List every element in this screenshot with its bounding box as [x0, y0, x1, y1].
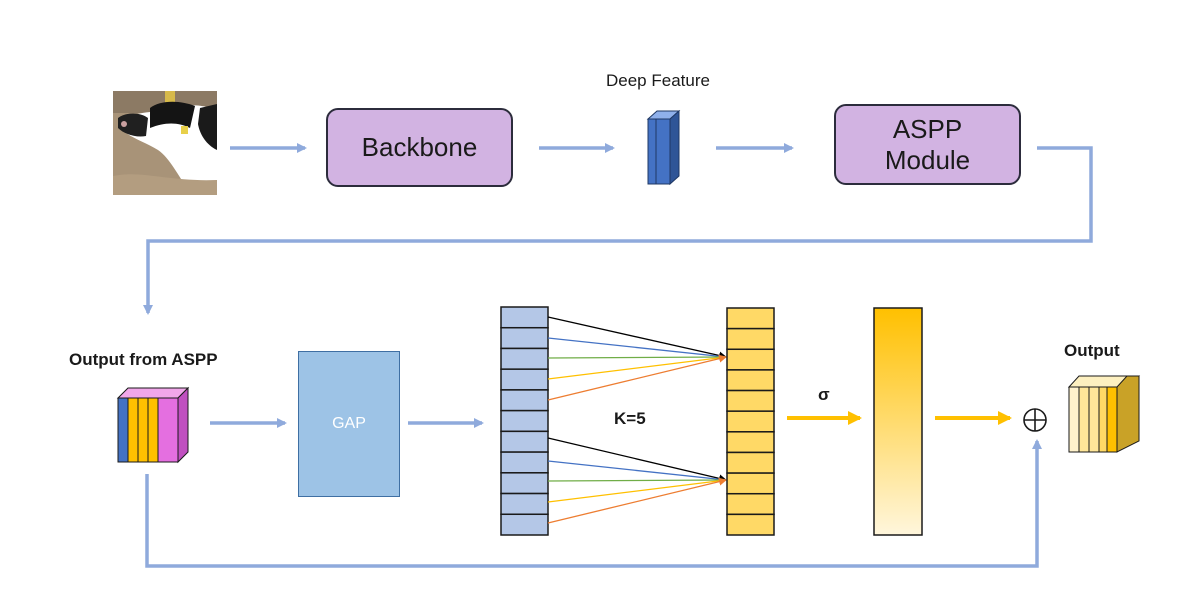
pooled-vector-cell: [500, 389, 549, 412]
aspp-label-line2: Module: [884, 144, 971, 175]
pooled-vector-cell: [500, 347, 549, 370]
pooled-vector-cell: [500, 513, 549, 536]
backbone-module: Backbone: [326, 108, 513, 187]
attention-vector-cell: [726, 410, 775, 433]
pooled-vector-cell: [500, 326, 549, 350]
aspp-module: ASPP Module: [834, 104, 1021, 185]
pooled-vector-cell: [500, 472, 549, 495]
pooled-vector-cell: [500, 409, 549, 433]
attention-vector-cell: [726, 472, 775, 495]
attention-vector-cell: [726, 307, 775, 330]
attention-vector-cell: [726, 327, 775, 351]
attention-vector-cell: [726, 451, 775, 474]
attention-vector-cell: [726, 369, 775, 392]
output-from-aspp-label: Output from ASPP: [69, 350, 218, 369]
pooled-vector-cell: [500, 451, 549, 474]
pooled-vector-cell: [500, 492, 549, 516]
aspp-output-stack: [116, 386, 190, 464]
attention-vector-cell: [726, 513, 775, 536]
skip-connection: [145, 439, 1042, 568]
attention-vector-cell: [726, 431, 775, 454]
pooled-vector-cell: [500, 306, 549, 329]
aspp-label-line1: ASPP: [892, 113, 963, 144]
output-stack: [1067, 375, 1141, 453]
pooled-vector-cell: [500, 368, 549, 391]
sigma-label: σ: [818, 385, 830, 404]
attention-vector-cell: [726, 348, 775, 371]
pooled-vector: [500, 306, 549, 536]
kernel-size-label: K=5: [614, 409, 646, 428]
sigmoid-weight-bar: [873, 307, 923, 536]
pooled-vector-cell: [500, 430, 549, 453]
gap-block: GAP: [298, 351, 400, 497]
attention-vector: [726, 307, 775, 536]
deep-feature-prism: [646, 109, 681, 186]
attention-vector-cell: [726, 389, 775, 412]
connector-aspp-to-output: [143, 146, 1093, 315]
conv1d-connections: [547, 316, 727, 524]
output-label: Output: [1064, 341, 1120, 360]
cow-photo-icon: [113, 91, 217, 195]
backbone-label: Backbone: [361, 132, 478, 162]
deep-feature-label: Deep Feature: [606, 71, 710, 90]
gap-label: GAP: [332, 415, 366, 432]
circled-plus-icon: [1023, 408, 1047, 432]
attention-vector-cell: [726, 492, 775, 516]
